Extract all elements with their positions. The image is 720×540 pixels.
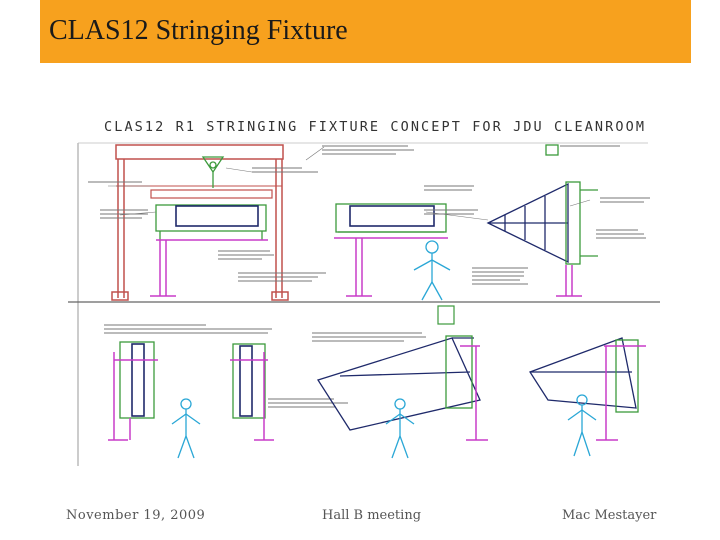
strongback-left (155, 204, 267, 240)
drawing-title: CLAS12 R1 STRINGING FIXTURE CONCEPT FOR … (104, 119, 647, 135)
notes-top (88, 145, 650, 285)
person-figure-left (171, 398, 201, 459)
stand-right-top (556, 265, 582, 297)
title-bar: CLAS12 Stringing Fixture (40, 0, 691, 63)
person-figure-center (385, 398, 415, 459)
stand-bottom-cone-left (460, 345, 488, 441)
person-figure-right (567, 394, 597, 457)
hoist (201, 156, 225, 188)
cone-bottom-left (316, 337, 481, 431)
stand-bottom-left (108, 352, 158, 441)
stand-bottom-cone-right (596, 345, 646, 441)
stand-middle (334, 237, 448, 297)
strongback-bottom-center (232, 343, 266, 419)
footer-meeting: Hall B meeting (322, 508, 422, 523)
cone-fixture-top (486, 182, 569, 264)
strongback-middle (335, 203, 447, 233)
footer-date: November 19, 2009 (66, 508, 206, 523)
stand-bottom-center (230, 352, 274, 441)
notes-bottom (104, 324, 426, 408)
cone-bottom-right (529, 337, 637, 409)
footer-author: Mac Mestayer (562, 508, 657, 523)
stand-left (150, 239, 268, 297)
strongback-bottom-left (119, 341, 155, 419)
slide-title: CLAS12 Stringing Fixture (49, 15, 348, 46)
person-figure-top (413, 240, 451, 301)
